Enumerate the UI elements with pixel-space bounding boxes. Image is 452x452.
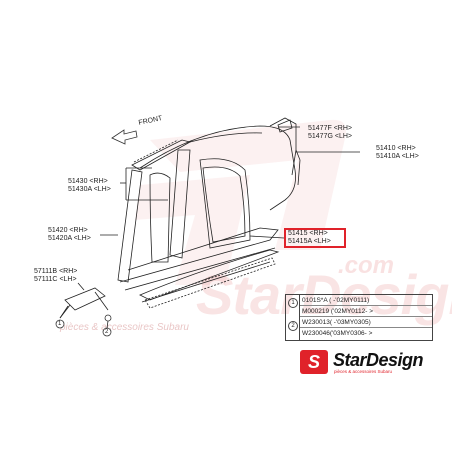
table-row: W230013( -'03MY0305) — [300, 317, 432, 328]
part-label-51430a: 51430A <LH> — [68, 186, 111, 193]
watermark-tagline: pièces & accessoires Subaru — [60, 322, 189, 333]
front-arrow-icon — [111, 129, 138, 145]
part-label-57111c: 57111C <LH> — [34, 276, 77, 283]
callout-2-label: 2 — [105, 329, 109, 335]
logo-tagline: pièces & accessoires Subaru — [334, 369, 393, 374]
callout-1-label: 1 — [58, 321, 62, 327]
table-row: M000219 ('02MY0112- > — [300, 306, 432, 317]
parts-table: 1 2 0101S*A ( -'02MY0111) M000219 ('02MY… — [285, 294, 433, 341]
logo-mark-icon: S — [300, 350, 328, 374]
part-label-57111b: 57111B <RH> — [34, 268, 78, 275]
table-row: W230046('03MY0306- > — [302, 330, 373, 337]
part-label-51430: 51430 <RH> — [68, 178, 108, 185]
callout-1-icon — [55, 319, 65, 329]
part-label-51420a: 51420A <LH> — [48, 235, 91, 242]
part-label-51415a: 51415A <LH> — [288, 238, 331, 245]
part-label-51415: 51415 <RH> — [288, 230, 328, 237]
part-label-51477f: 51477F <RH> — [308, 125, 352, 132]
stardesign-logo: S StarDesign pièces & accessoires Subaru — [300, 350, 434, 376]
table-marker-2: 2 — [288, 321, 298, 331]
table-divider — [299, 295, 300, 340]
table-row: 0101S*A ( -'02MY0111) — [300, 295, 432, 306]
part-label-51410a: 51410A <LH> — [376, 153, 419, 160]
logo-name: StarDesign — [333, 350, 424, 370]
part-label-51410: 51410 <RH> — [376, 145, 416, 152]
watermark-domain: .com — [338, 252, 395, 279]
highlighted-part-box — [284, 228, 346, 248]
table-marker-1: 1 — [288, 298, 298, 308]
part-label-51420: 51420 <RH> — [48, 227, 88, 234]
part-label-51477g: 51477G <LH> — [308, 133, 352, 140]
